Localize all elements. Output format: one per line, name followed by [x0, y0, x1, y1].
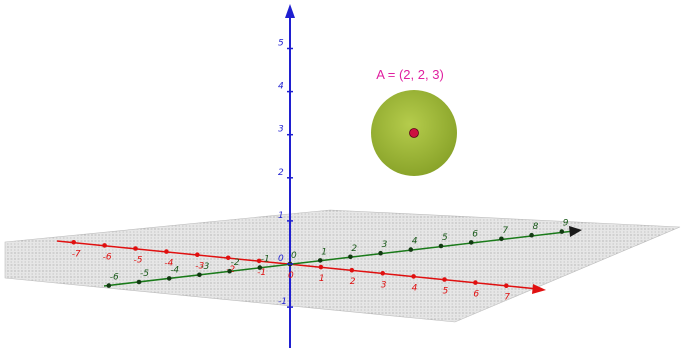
y-tick-point — [317, 258, 323, 263]
y-tick-point — [166, 276, 172, 281]
x-tick-point — [380, 271, 386, 276]
y-tick-point — [378, 250, 383, 256]
x-tick-label: 6 — [473, 290, 479, 300]
x-tick-label: -7 — [72, 249, 81, 259]
x-tick-point — [318, 264, 324, 270]
z-tick-label: 2 — [278, 168, 284, 178]
y-tick-point — [408, 247, 414, 252]
y-tick-label: 5 — [442, 233, 448, 243]
point-a[interactable] — [409, 128, 419, 138]
x-tick-point — [411, 274, 416, 279]
x-tick-point — [473, 280, 478, 285]
z-tick-label: 0 — [278, 254, 284, 264]
y-tick-label: 7 — [502, 226, 508, 236]
y-tick-label: -5 — [140, 269, 149, 279]
z-tick-label: 3 — [278, 125, 284, 135]
x-tick-label: -5 — [134, 256, 143, 266]
x-tick-label: 5 — [443, 287, 449, 297]
x-axis-arrow — [532, 284, 546, 294]
x-tick-point — [256, 258, 262, 264]
y-axis-ticks: -6 -5 -4 -3 -2 -1 0 1 2 3 4 5 6 7 8 9 — [106, 219, 569, 288]
x-tick-label: 3 — [381, 280, 387, 290]
x-tick-label: 7 — [504, 293, 510, 303]
z-tick-label: 4 — [278, 82, 284, 92]
x-tick-label: 4 — [412, 283, 418, 293]
x-tick-point — [71, 240, 76, 245]
y-tick-label: -6 — [110, 273, 119, 283]
y-tick-point — [529, 232, 534, 238]
y-axis-arrow — [569, 226, 582, 237]
x-tick-label: -1 — [257, 268, 266, 278]
x-tick-point — [442, 277, 447, 282]
z-axis-ticks: -1 0 1 2 3 4 5 — [278, 39, 293, 308]
x-tick-point — [164, 249, 169, 254]
y-tick-point — [197, 272, 202, 278]
x-axis-ticks: -7 -6 -5 -4 -3 -2 -1 0 1 2 3 4 5 6 7 — [71, 240, 510, 303]
y-tick-point — [468, 240, 474, 245]
x-tick-point — [349, 267, 355, 273]
x-tick-point — [225, 255, 231, 261]
x-tick-label: 1 — [319, 274, 325, 284]
y-tick-label: 0 — [291, 251, 297, 261]
y-tick-point — [348, 254, 353, 260]
x-tick-label: -4 — [164, 259, 173, 269]
y-tick-point — [106, 283, 112, 288]
y-tick-label: 4 — [412, 237, 418, 247]
y-tick-label: -2 — [231, 258, 240, 268]
x-tick-label: -3 — [195, 262, 204, 272]
y-tick-label: 1 — [321, 247, 327, 257]
x-tick-label: 0 — [288, 271, 294, 281]
z-tick-label: 1 — [278, 211, 284, 221]
y-tick-point — [136, 279, 142, 285]
z-axis-arrow — [285, 4, 295, 18]
y-tick-label: -1 — [261, 255, 270, 265]
x-tick-point — [102, 243, 107, 248]
y-tick-point — [257, 265, 263, 270]
y-tick-label: -4 — [170, 265, 179, 275]
y-tick-label: -3 — [200, 262, 209, 272]
xy-plane — [4, 209, 681, 323]
y-tick-point — [227, 268, 232, 274]
y-tick-label: 9 — [563, 219, 569, 229]
z-tick-label: 5 — [278, 39, 284, 49]
x-tick-point — [133, 246, 138, 251]
x-tick-point — [504, 283, 509, 289]
y-tick-label: 2 — [351, 244, 357, 254]
y-tick-label: 6 — [472, 229, 478, 239]
y-tick-point — [438, 243, 444, 249]
y-tick-point — [559, 229, 565, 234]
y-tick-label: 8 — [533, 222, 539, 232]
y-axis — [103, 230, 575, 287]
x-tick-point — [195, 252, 200, 257]
y-tick-label: 3 — [382, 240, 388, 250]
x-tick-label: -6 — [103, 252, 112, 262]
x-tick-label: 2 — [350, 277, 356, 287]
z-tick-label: -1 — [278, 297, 287, 307]
y-tick-point — [499, 236, 504, 242]
point-a-label: A = (2, 2, 3) — [376, 67, 444, 82]
